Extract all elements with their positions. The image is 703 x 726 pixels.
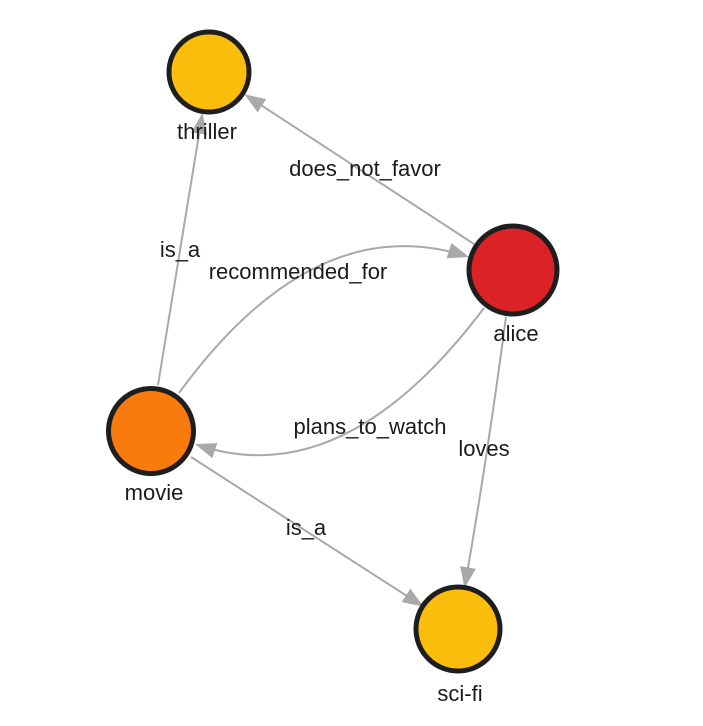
edge-label-movie-thriller: is_a	[160, 237, 201, 262]
nodes-layer	[106, 29, 560, 674]
edge-movie-sci-fi	[190, 456, 424, 607]
node-label-thriller: thriller	[177, 119, 237, 144]
node-label-sci-fi: sci-fi	[437, 681, 482, 706]
edge-alice-sci-fi	[460, 316, 507, 589]
edge-label-movie-sci-fi: is_a	[286, 515, 327, 540]
edge-label-alice-thriller: does_not_favor	[289, 156, 441, 181]
node-thriller[interactable]	[166, 29, 252, 115]
node-label-movie: movie	[125, 480, 184, 505]
edge-alice-movie	[195, 307, 485, 459]
edge-label-alice-movie: plans_to_watch	[294, 414, 447, 439]
node-alice[interactable]	[466, 223, 560, 317]
node-sci-fi[interactable]	[413, 584, 503, 674]
edge-movie-thriller	[157, 112, 207, 386]
node-movie[interactable]	[106, 386, 196, 476]
node-label-alice: alice	[493, 321, 538, 346]
edge-label-movie-alice: recommended_for	[209, 259, 388, 284]
edges-layer	[157, 94, 507, 607]
edge-movie-alice	[178, 243, 470, 394]
edge-labels-layer: is_a does_not_favor recommended_for plans_t…	[160, 156, 510, 540]
edge-alice-thriller	[244, 94, 475, 245]
edge-label-alice-sci-fi: loves	[458, 436, 509, 461]
node-labels-layer: thriller alice movie sci-fi	[125, 119, 539, 706]
